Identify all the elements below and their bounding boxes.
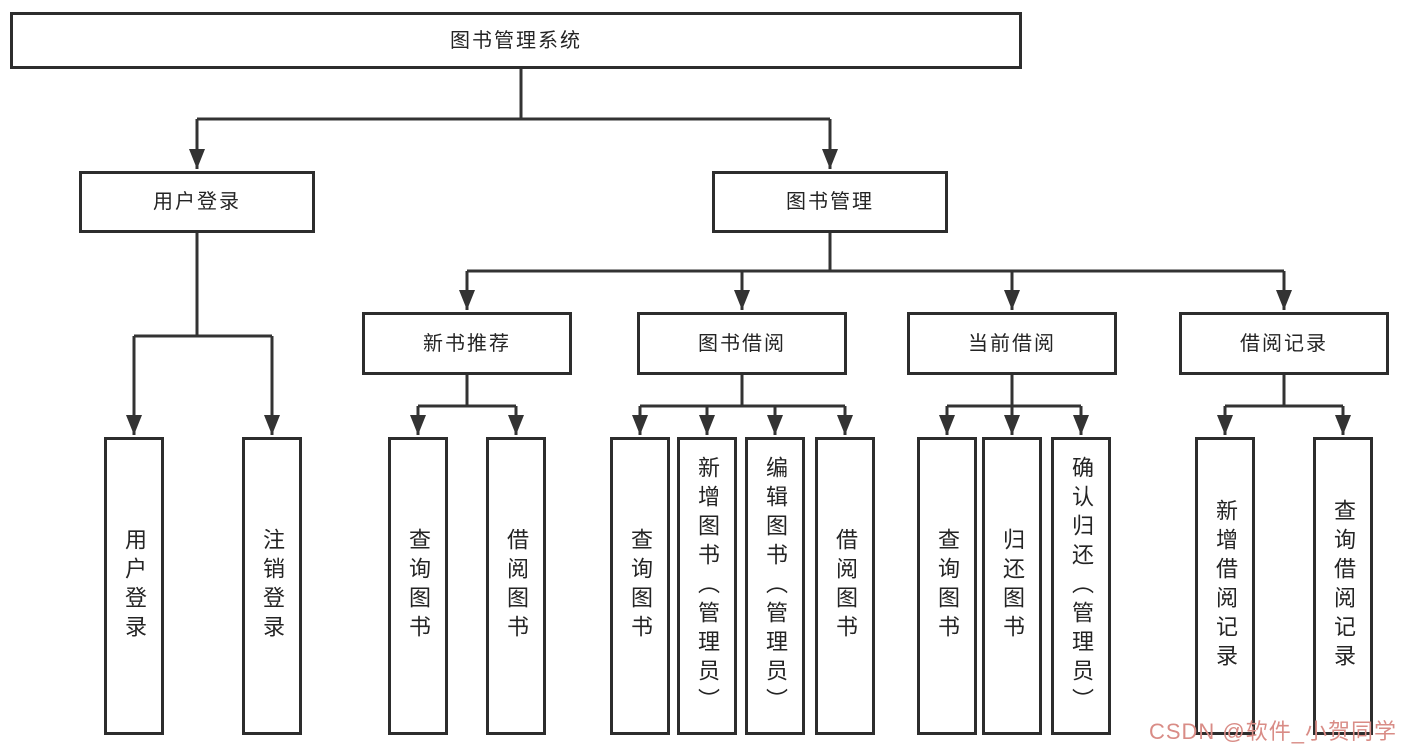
leaf-add-books-admin: 新增图书（管理员） <box>677 437 737 735</box>
node-book-management: 图书管理 <box>712 171 948 233</box>
node-root: 图书管理系统 <box>10 12 1022 69</box>
leaf-borrow-books-2: 借阅图书 <box>815 437 875 735</box>
leaf-confirm-return-admin: 确认归还（管理员） <box>1051 437 1111 735</box>
leaf-logout: 注销登录 <box>242 437 302 735</box>
leaf-borrow-books-1: 借阅图书 <box>486 437 546 735</box>
node-new-book-recommend: 新书推荐 <box>362 312 572 375</box>
leaf-user-login: 用户登录 <box>104 437 164 735</box>
leaf-edit-books-admin: 编辑图书（管理员） <box>745 437 805 735</box>
node-current-borrowing: 当前借阅 <box>907 312 1117 375</box>
leaf-query-borrow-record: 查询借阅记录 <box>1313 437 1373 735</box>
watermark: CSDN @软件_小贺同学 <box>1148 719 1397 744</box>
leaf-add-borrow-record: 新增借阅记录 <box>1195 437 1255 735</box>
leaf-query-books-2: 查询图书 <box>610 437 670 735</box>
leaf-query-books-3: 查询图书 <box>917 437 977 735</box>
leaf-query-books-1: 查询图书 <box>388 437 448 735</box>
node-book-borrowing: 图书借阅 <box>637 312 847 375</box>
node-user-login: 用户登录 <box>79 171 315 233</box>
node-borrowing-records: 借阅记录 <box>1179 312 1389 375</box>
leaf-return-books: 归还图书 <box>982 437 1042 735</box>
